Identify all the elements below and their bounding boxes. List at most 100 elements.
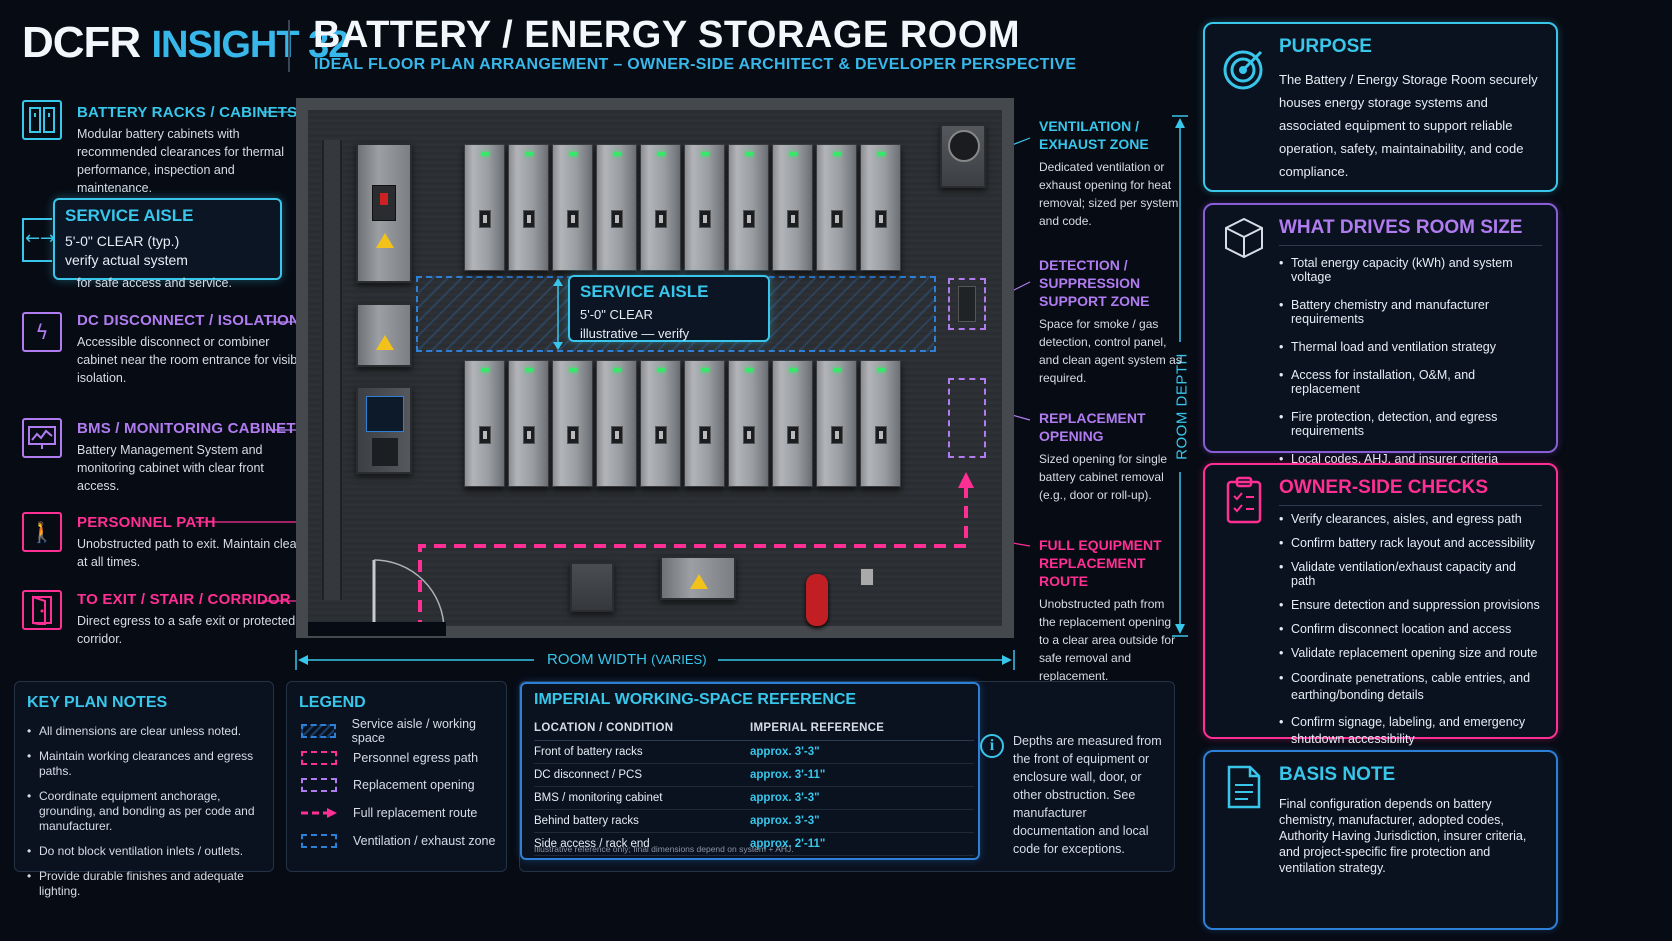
legend-item: Service aisle / working space — [301, 717, 506, 745]
panel-title: WHAT DRIVES ROOM SIZE — [1279, 217, 1542, 246]
battery-rack — [596, 144, 637, 271]
battery-rack — [772, 144, 813, 271]
imperial-table-box: IMPERIAL WORKING-SPACE REFERENCE LOCATIO… — [520, 682, 980, 860]
rack-switch — [831, 426, 843, 444]
table-cell: Side access / rack end — [534, 832, 750, 856]
exit-door-icon — [22, 590, 62, 630]
callout-text: Space for smoke / gas detection, control… — [1039, 317, 1182, 385]
status-led — [613, 368, 621, 372]
status-led — [657, 152, 665, 156]
junction-box — [660, 556, 736, 600]
service-aisle-title: SERVICE AISLE — [65, 206, 194, 225]
status-led — [789, 152, 797, 156]
rack-switch — [743, 426, 755, 444]
list-item: Access for installation, O&M, and replac… — [1279, 368, 1542, 396]
rack-switch — [743, 210, 755, 228]
rack-switch — [523, 426, 535, 444]
callout-title: DETECTION / SUPPRESSION SUPPORT ZONE — [1039, 257, 1150, 309]
callout-text: Direct egress to a safe exit or protecte… — [77, 614, 296, 646]
callout-text: Modular battery cabinets with recommende… — [77, 127, 285, 195]
table-cell: BMS / monitoring cabinet — [534, 786, 750, 810]
callout-text: Accessible disconnect or combiner cabine… — [77, 335, 307, 385]
replacement-opening — [948, 378, 986, 458]
warning-triangle-icon — [376, 233, 394, 248]
list-item: Validate ventilation/exhaust capacity an… — [1279, 560, 1542, 588]
clipboard-check-icon — [1221, 476, 1267, 524]
table-header-row: LOCATION / CONDITION IMPERIAL REFERENCE — [534, 718, 974, 741]
table-cell: approx. 3'-3" — [750, 809, 974, 833]
table-cell: Front of battery racks — [534, 740, 750, 764]
callout-title: TO EXIT / STAIR / CORRIDOR — [77, 591, 291, 608]
battery-rack — [728, 144, 769, 271]
rack-switch — [875, 210, 887, 228]
battery-rack — [640, 144, 681, 271]
list-item: Verify clearances, aisles, and egress pa… — [1279, 512, 1542, 526]
status-led — [701, 152, 709, 156]
battery-rack — [684, 360, 725, 487]
table-cell: approx. 3'-3" — [750, 786, 974, 810]
callout-text: Unobstructed path to exit. Maintain clea… — [77, 537, 301, 569]
legend-panel: LEGEND Service aisle / working space Per… — [286, 681, 507, 872]
rack-switch — [611, 426, 623, 444]
battery-rack — [508, 360, 549, 487]
rack-switch — [787, 210, 799, 228]
list-item: Coordinate penetrations, cable entries, … — [1279, 670, 1542, 704]
purpose-panel: PURPOSE The Battery / Energy Storage Roo… — [1203, 22, 1558, 192]
callout-title: BMS / MONITORING CABINET — [77, 420, 296, 437]
status-led — [701, 368, 709, 372]
status-led — [525, 368, 533, 372]
imperial-table: LOCATION / CONDITION IMPERIAL REFERENCE … — [534, 718, 974, 856]
service-aisle-callout-center: SERVICE AISLE 5'-0" CLEAR illustrative —… — [568, 275, 770, 342]
list-item: Ensure detection and suppression provisi… — [1279, 598, 1542, 612]
brand-main: DCFR — [22, 18, 141, 67]
status-led — [789, 368, 797, 372]
replacement-route — [412, 472, 974, 626]
status-led — [613, 152, 621, 156]
status-led — [657, 368, 665, 372]
rack-switch — [655, 210, 667, 228]
battery-rack — [728, 360, 769, 487]
table-cell: DC disconnect / PCS — [534, 763, 750, 787]
table-footnote: Illustrative reference only; final dimen… — [534, 844, 794, 854]
legend-item: Replacement opening — [301, 776, 475, 794]
column-header: LOCATION / CONDITION — [534, 718, 750, 741]
battery-rack — [860, 144, 901, 271]
status-led — [569, 368, 577, 372]
list-item: Confirm battery rack layout and accessib… — [1279, 536, 1542, 550]
table-cell: approx. 3'-11" — [750, 763, 974, 787]
service-aisle-callout-left: SERVICE AISLE 5'-0" CLEAR (typ.) verify … — [53, 198, 282, 280]
list-item: Confirm signage, labeling, and emergency… — [1279, 714, 1542, 748]
brand-sub: INSIGHT 32 — [151, 24, 349, 66]
status-led — [833, 368, 841, 372]
battery-rack — [464, 360, 505, 487]
callout-personnel-path: PERSONNEL PATH Unobstructed path to exit… — [77, 514, 307, 571]
document-icon — [1221, 764, 1267, 810]
service-aisle-line2: verify actual system — [65, 252, 188, 268]
target-icon — [1221, 46, 1267, 92]
info-icon: i — [980, 734, 1004, 758]
imperial-reference-panel: IMPERIAL WORKING-SPACE REFERENCE LOCATIO… — [519, 681, 1175, 872]
rack-switch — [699, 426, 711, 444]
column-header: IMPERIAL REFERENCE — [750, 718, 974, 741]
callout-text: Sized opening for single battery cabinet… — [1039, 452, 1168, 502]
walking-person-icon: 🚶 — [22, 512, 62, 552]
suppression-valve — [860, 568, 874, 586]
rack-switch — [611, 210, 623, 228]
list-item: Coordinate equipment anchorage, groundin… — [27, 789, 267, 834]
arrow-left-icon: ←→ — [25, 228, 56, 249]
list-item: Provide durable finishes and adequate li… — [27, 869, 267, 899]
list-item: Total energy capacity (kWh) and system v… — [1279, 256, 1542, 284]
callout-replacement-opening: REPLACEMENT OPENING Sized opening for si… — [1039, 409, 1189, 504]
callout-title: VENTILATION / EXHAUST ZONE — [1039, 118, 1149, 152]
room-width-dimension — [295, 650, 1015, 670]
panel-title: LEGEND — [299, 694, 366, 711]
status-led — [833, 152, 841, 156]
rack-switch — [875, 426, 887, 444]
callout-text: Battery Management System and monitoring… — [77, 443, 264, 493]
callout-text: Unobstructed path from the replacement o… — [1039, 597, 1176, 683]
key-notes-panel: KEY PLAN NOTES All dimensions are clear … — [14, 681, 274, 898]
room-floor-plan — [296, 98, 1014, 638]
list-item: Fire protection, detection, and egress r… — [1279, 410, 1542, 438]
